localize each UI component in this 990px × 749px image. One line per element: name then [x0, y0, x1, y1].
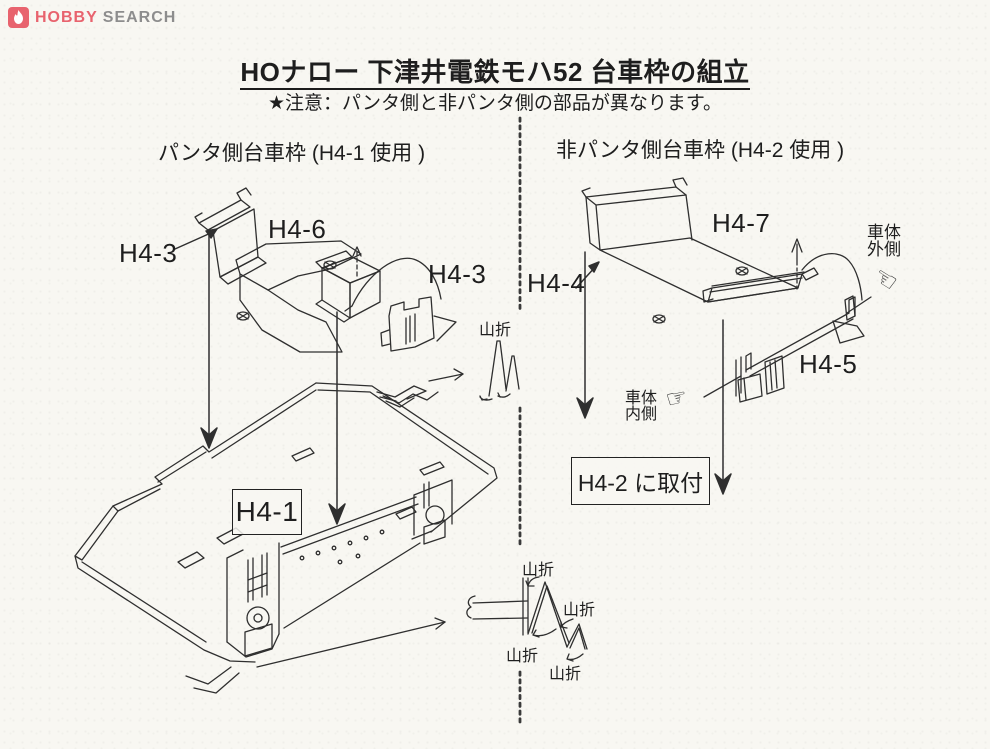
body-inner-note: 車体 内側 — [625, 391, 657, 423]
label-h4-3-right: H4-3 — [428, 259, 487, 289]
label-box-h4-1: H4-1 — [232, 489, 302, 535]
body-inner-line2: 内側 — [625, 406, 658, 423]
logo-hobby: HOBBY — [35, 8, 98, 26]
label-h4-1: H4-1 — [235, 496, 299, 527]
body-outer-note: 車体 外側 — [867, 224, 901, 258]
fold-label-bottom: 山折 — [549, 666, 582, 683]
logo-search: SEARCH — [102, 8, 177, 26]
frame-h4-2-assembly — [581, 177, 872, 403]
label-h4-4: H4-4 — [527, 268, 586, 298]
assembly-arrows-left — [174, 228, 346, 525]
caution-note: ★注意：パンタ側と非パンタ側の部品が異なります。 — [267, 93, 723, 114]
fold-note-upper: 山折 — [479, 322, 512, 339]
fold-label-top: 山折 — [522, 562, 555, 579]
page-title: HOナロー 下津井電鉄モハ52 台車枠の組立 — [0, 52, 990, 90]
body-inner-line1: 車体 — [625, 390, 658, 407]
assembly-arrows-right — [575, 251, 732, 495]
body-outer-line1: 車体 — [867, 223, 901, 242]
attach-note: H4-2 に取付 — [577, 470, 704, 496]
label-h4-3-left: H4-3 — [119, 238, 178, 268]
main-frame-h4-1 — [74, 382, 498, 694]
pointing-hand-inner-icon: ☞ — [663, 383, 690, 414]
attach-note-box: H4-2 に取付 — [571, 457, 710, 505]
flame-icon — [8, 7, 29, 28]
left-section-heading: パンタ側台車枠 (H4-1 使用 ) — [158, 142, 426, 165]
fold-diagram-main — [466, 576, 588, 662]
label-h4-7: H4-7 — [712, 208, 771, 238]
fold-label-right: 山折 — [563, 602, 596, 619]
right-section-heading: 非パンタ側台車枠 (H4-2 使用 ) — [556, 139, 845, 162]
label-h4-5: H4-5 — [799, 349, 858, 379]
bracket-assembly-h4-6 — [194, 187, 442, 353]
label-h4-6: H4-6 — [268, 214, 327, 244]
fold-glyph-upper — [479, 340, 520, 401]
small-part-h4-3 — [376, 296, 464, 402]
fold-label-bottom-left: 山折 — [506, 648, 539, 665]
body-outer-line2: 外側 — [867, 240, 901, 259]
